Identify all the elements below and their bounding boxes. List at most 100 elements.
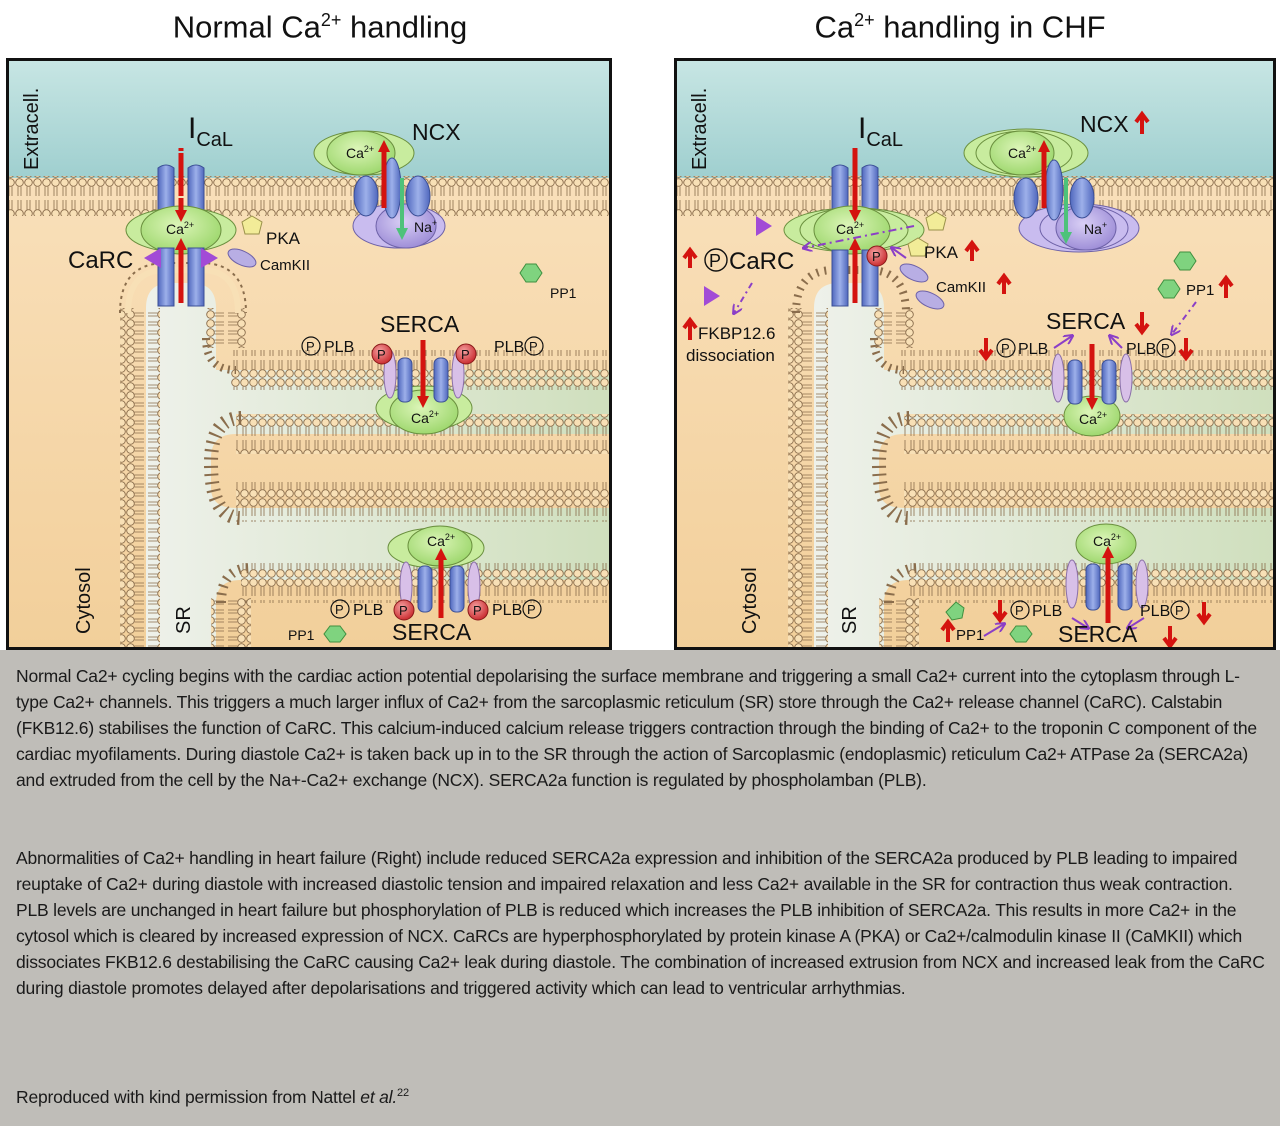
plasma-membrane [6, 176, 612, 216]
arrowhead-icon [1102, 546, 1114, 558]
label-p-plb: PLB [353, 602, 383, 619]
dephosphorylation-dashed-arrow [983, 624, 1004, 637]
ca-ion-label: Ca2+ [1079, 410, 1107, 427]
label-pka: PKA [266, 229, 301, 248]
inhibition-arrow [1128, 617, 1145, 628]
calcium-release-channel-complex [125, 205, 237, 307]
panel-border [6, 58, 612, 650]
label-p-plb: PLB [1018, 341, 1048, 358]
caption-paragraph-normal: Normal Ca2+ cycling begins with the card… [16, 666, 1257, 790]
phospho-circle-icon [301, 336, 321, 356]
phospho-p: P [306, 339, 315, 354]
increase-arrow-icon [682, 316, 698, 340]
pp1-icon [1157, 279, 1181, 299]
ca-ion-label: Ca2+ [166, 220, 194, 237]
arrowhead-icon [1060, 232, 1072, 244]
decrease-arrow-icon [1134, 312, 1150, 336]
na-ion-label: Na+ [1084, 220, 1107, 237]
title-superscript: 2+ [854, 10, 875, 30]
label-serca: SERCA [380, 311, 460, 337]
pp1-icon [519, 263, 543, 283]
phospho-circle-icon [1170, 600, 1190, 620]
phospho-p: P [709, 251, 721, 271]
pp1-icon [1173, 251, 1197, 271]
pp1-icon [323, 625, 347, 643]
label-sr: SR [173, 606, 195, 634]
sodium-calcium-exchanger [963, 128, 1140, 253]
label-pp1: PP1 [1186, 282, 1214, 299]
sr-membrane [788, 308, 828, 650]
increase-arrow-icon [682, 246, 698, 268]
camkii-icon [899, 263, 929, 283]
label-sr: SR [839, 606, 861, 634]
panel-title-normal: Normal Ca2+ handling [0, 0, 640, 46]
label-p-plb: PLB [324, 339, 354, 356]
ca-ion-label: Ca2+ [1093, 532, 1121, 549]
increase-arrow-icon [1218, 274, 1234, 298]
phospho-p: P [1001, 341, 1010, 356]
increase-arrow-icon [964, 239, 980, 261]
arrowhead-icon [435, 548, 447, 560]
label-serca: SERCA [1046, 308, 1126, 334]
pp1-icon [945, 601, 965, 621]
label-pp1: PP1 [956, 627, 984, 644]
phospho-p: P [1161, 341, 1170, 356]
label-serca: SERCA [392, 619, 472, 645]
sr-membrane [120, 308, 160, 650]
normal-handling-diagram: Extracell. Cytosol SR ICaL Ca2+ CaRC PKA… [6, 58, 612, 650]
sr-membrane [236, 482, 612, 522]
arrowhead-icon [849, 238, 861, 250]
label-p-carc: CaRC [729, 248, 794, 275]
phospho-p: P [872, 249, 881, 264]
sr-membrane [879, 598, 919, 650]
ca-ion-label: Ca2+ [411, 409, 439, 426]
pp1-icon [1009, 625, 1033, 643]
arrowhead-icon [396, 228, 408, 240]
sr-membrane [899, 350, 1276, 390]
increase-arrow-icon [996, 272, 1012, 294]
label-carc: CaRC [68, 247, 133, 274]
chf-handling-diagram: Extracell. Cytosol SR ICaL P Ca2+ P CaRC… [674, 58, 1276, 650]
sodium-calcium-exchanger [313, 130, 446, 249]
label-serca: SERCA [1058, 621, 1138, 647]
arrowhead-icon [1038, 140, 1050, 152]
label-plb-p: PLB [494, 339, 524, 356]
decrease-arrow-icon [978, 338, 994, 362]
serca-pump [1051, 353, 1133, 437]
normal-diagram-svg: Extracell. Cytosol SR ICaL Ca2+ CaRC PKA… [6, 58, 612, 650]
label-ncx: NCX [412, 119, 461, 145]
decrease-arrow-icon [1162, 626, 1178, 650]
phospho-p: P [335, 602, 344, 617]
camkii-icon [227, 248, 257, 268]
label-plb-p: PLB [1140, 603, 1170, 620]
phosphorylation-dashed-arrow [804, 225, 915, 248]
label-pka: PKA [924, 243, 959, 262]
inhibition-arrow [1053, 336, 1072, 349]
label-plb-p: PLB [492, 602, 522, 619]
sr-membrane [211, 598, 251, 650]
ca-ion-label: Ca2+ [427, 532, 455, 549]
label-plb-p: PLB [1126, 341, 1156, 358]
sr-membrane-cap [119, 262, 247, 314]
fkbp12-6-icon [201, 248, 218, 268]
arrowhead-icon [1086, 398, 1098, 410]
sr-membrane [904, 482, 1276, 522]
phospho-p: P [377, 347, 386, 362]
fkbp12-6-icon [144, 248, 161, 268]
credit-text: Reproduced with kind permission from Nat… [16, 1086, 361, 1107]
credit-reference: 22 [397, 1087, 409, 1099]
fkbp12-6-icon [704, 286, 720, 306]
label-dissociation: dissociation [686, 346, 775, 365]
label-p-plb: PLB [1032, 603, 1062, 620]
label-ncx: NCX [1080, 111, 1129, 137]
arrowhead-icon [378, 140, 390, 152]
title-text: handling in CHF [874, 9, 1106, 45]
fkbp12-6-icon [756, 216, 772, 236]
pka-icon [925, 211, 947, 231]
arrowhead-icon [175, 238, 187, 250]
phospho-p: P [529, 339, 538, 354]
pka-icon [241, 215, 263, 235]
decrease-arrow-icon [992, 600, 1008, 624]
phospho-circle-icon [1156, 338, 1176, 358]
phospho-circle-icon [524, 336, 544, 356]
